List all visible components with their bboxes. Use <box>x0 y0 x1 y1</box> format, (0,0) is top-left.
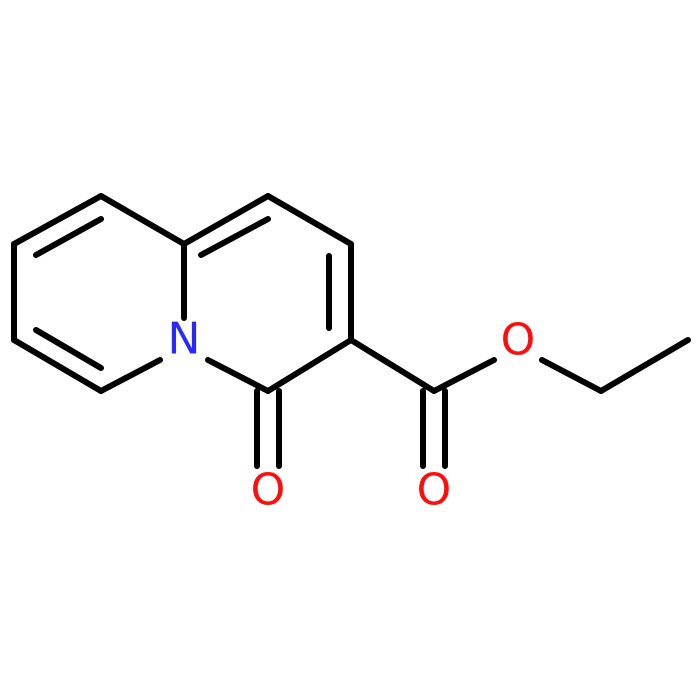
left-ring <box>11 193 187 394</box>
bond-n1-c6 <box>98 357 163 394</box>
bond-c6-c5 <box>11 337 104 394</box>
atom-label-o-ester: O <box>501 315 536 366</box>
bond-c9-c11 <box>348 337 437 394</box>
bond-c9-c10 <box>265 337 354 394</box>
atom-label-o-carbonyl: O <box>417 465 452 516</box>
atom-label-n1: N <box>168 314 201 365</box>
right-ring <box>181 193 354 394</box>
double-bond-inner-c6-c5 <box>33 327 104 371</box>
double-bond-inner-c4-c1 <box>33 216 104 258</box>
bond-c11-o-ester <box>431 357 497 394</box>
bond-o-ester-c12 <box>539 357 604 394</box>
bond-c2-c7 <box>181 193 271 247</box>
double-bond-inner-c2-c7 <box>198 216 271 258</box>
ester-group <box>348 337 691 469</box>
bond-c12-c13 <box>598 337 691 394</box>
atom-label-o-ketone: O <box>251 465 286 516</box>
bond-c7-c8 <box>265 193 354 247</box>
bond-c4-c1 <box>11 193 104 247</box>
bond-c1-c2 <box>98 193 187 247</box>
bond-c10-n1 <box>205 357 271 394</box>
ketone-group <box>254 388 282 469</box>
